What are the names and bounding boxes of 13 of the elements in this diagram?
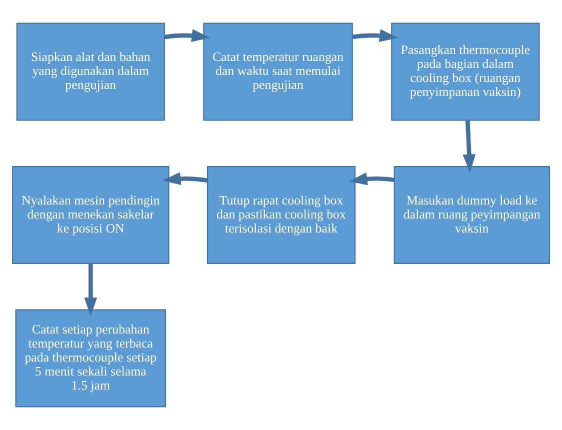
node-box: Tutup rapat cooling box dan pastikan cooling box terisolasi dengan baik — [206, 166, 356, 264]
arrow — [348, 172, 394, 186]
node-box: Siapkan alat dan bahan yang digunakan dalam pengujian — [16, 22, 165, 121]
node-box: Nyalakan mesin pendingin dengan menekan sakelar ke posisi ON — [12, 166, 170, 264]
arrow — [462, 120, 476, 173]
arrow — [164, 29, 210, 42]
arrow — [84, 264, 98, 316]
arrow — [162, 172, 208, 186]
node-box: Pasangkan thermocouple pada bagian dalam cooling box (ruangan penyimpanan vaksin) — [391, 22, 540, 121]
node-box: Catat temperatur ruangan dan waktu saat memulai pengujian — [203, 22, 353, 121]
arrow — [352, 29, 398, 42]
node-box: Masukan dummy load ke dalam ruang peyimpangan vaksin — [394, 166, 550, 264]
node-box: Catat setiap perubahan temperatur yang terbaca pada thermocouple setiap 5 menit sekali selama 1.5 jam — [15, 309, 166, 408]
